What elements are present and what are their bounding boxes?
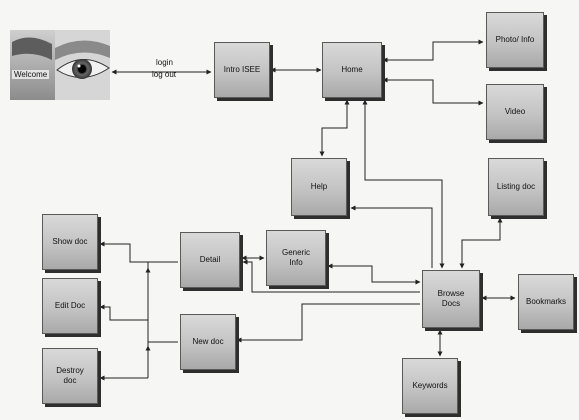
eye-icon [10,30,110,100]
node-label: Keywords [412,381,448,390]
edge-browse-newdoc [236,303,420,343]
node-show-doc[interactable]: Show doc [42,214,98,270]
node-label: Detail [199,255,221,264]
node-label: Generic Info [281,248,310,267]
node-label: Video [504,107,526,116]
edge-home-browse [362,99,445,269]
node-label: Intro ISEE [223,65,261,74]
node-home[interactable]: Home [322,42,382,98]
node-label: Home [341,65,363,74]
node-photo-info[interactable]: Photo/ Info [486,12,544,68]
node-label: Edit Doc [54,301,86,310]
node-label: Listing doc [496,182,536,191]
edge-to-show [99,241,148,263]
edge-listing-browse [459,217,503,269]
edge-to-edit [99,304,148,321]
edge-browse-help [350,205,433,268]
node-intro-isee[interactable]: Intro ISEE [214,42,270,98]
node-detail[interactable]: Detail [180,232,240,288]
node-help[interactable]: Help [291,158,347,216]
edge-home-video [382,77,484,106]
node-new-doc[interactable]: New doc [180,314,236,370]
node-generic-info[interactable]: Generic Info [266,230,326,286]
node-bookmarks[interactable]: Bookmarks [518,274,574,330]
logout-link[interactable]: log out [152,70,177,79]
node-listing-doc[interactable]: Listing doc [488,158,544,216]
edge-home-help [319,99,350,157]
node-destroy-doc[interactable]: Destroy doc [42,348,98,404]
node-label: Destroy doc [56,366,84,385]
edge-home-photo [382,39,484,63]
edge-generic-browse [327,263,421,285]
welcome-caption: Welcome [12,70,50,79]
node-browse-docs[interactable]: Browse Docs [422,270,480,328]
login-link[interactable]: login [156,58,173,67]
edge-browse-detail [242,259,420,293]
node-video[interactable]: Video [486,84,544,140]
node-label: Bookmarks [525,297,566,306]
node-label: Photo/ Info [495,35,535,44]
node-label: Help [310,182,328,191]
node-label: Browse Docs [437,289,465,308]
node-label: Show doc [52,237,88,246]
node-edit-doc[interactable]: Edit Doc [42,278,98,334]
node-keywords[interactable]: Keywords [402,358,458,414]
node-label: New doc [192,337,224,346]
welcome-image [10,30,110,100]
